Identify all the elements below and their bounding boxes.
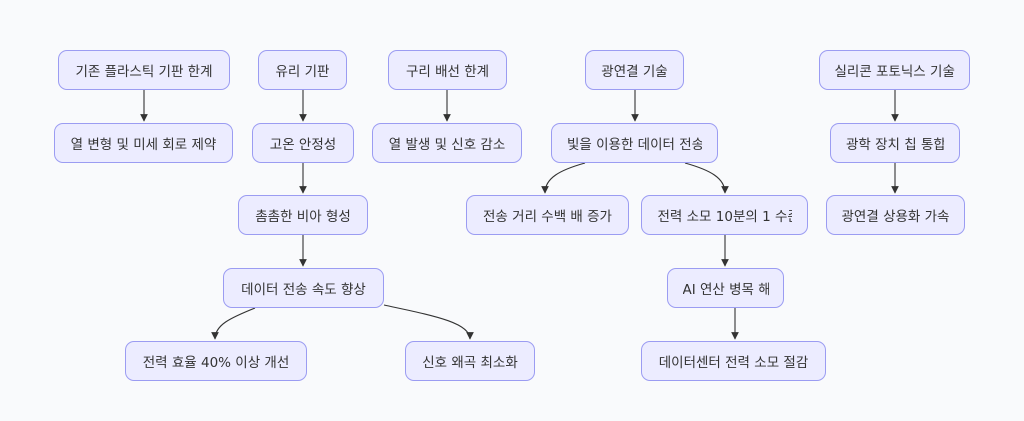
node-label: 광연결 상용화 가속: [841, 209, 950, 225]
node-light-data-transfer[interactable]: 빛을 이용한 데이터 전송: [551, 123, 718, 163]
node-optical-chip-integration[interactable]: 광학 장치 칩 통합: [830, 123, 960, 163]
node-distance-increase[interactable]: 전송 거리 수백 배 증가: [466, 195, 629, 235]
edge-n12-n14: [684, 162, 729, 194]
edge-n6-n7: [211, 307, 256, 340]
node-ai-bottleneck[interactable]: AI 연산 병목 해소: [667, 268, 784, 308]
node-label: 촘촘한 비아 형성: [255, 209, 351, 225]
node-label: 광학 장치 칩 통합: [846, 137, 944, 153]
node-high-temp-stability[interactable]: 고온 안정성: [252, 123, 354, 163]
node-label: 실리콘 포토닉스 기술: [834, 64, 955, 80]
node-glass-substrate[interactable]: 유리 기판: [258, 50, 347, 90]
edge-n6-n8: [383, 304, 474, 340]
node-label: 신호 왜곡 최소화: [422, 355, 518, 371]
node-power-efficiency[interactable]: 전력 효율 40% 이상 개선: [125, 341, 307, 381]
node-datacenter-power[interactable]: 데이터센터 전력 소모 절감: [641, 341, 826, 381]
node-label: 광연결 기술: [601, 64, 668, 80]
node-label: 구리 배선 한계: [405, 64, 490, 80]
node-label: 전송 거리 수백 배 증가: [483, 209, 612, 225]
node-label: AI 연산 병목 해소: [682, 282, 769, 298]
node-label: 전력 효율 40% 이상 개선: [142, 355, 290, 371]
node-label: 데이터센터 전력 소모 절감: [658, 355, 809, 371]
node-heat-signal-loss[interactable]: 열 발생 및 신호 감소: [372, 123, 522, 163]
node-commercialization[interactable]: 광연결 상용화 가속: [826, 195, 965, 235]
node-data-speed-up[interactable]: 데이터 전송 속도 향상: [223, 268, 384, 308]
node-dense-via[interactable]: 촘촘한 비아 형성: [238, 195, 368, 235]
node-label: 열 발생 및 신호 감소: [388, 137, 506, 153]
edge-n12-n13: [541, 162, 586, 194]
node-label: 기존 플라스틱 기판 한계: [75, 64, 213, 80]
node-label: 데이터 전송 속도 향상: [241, 282, 366, 298]
node-plastic-substrate-limit[interactable]: 기존 플라스틱 기판 한계: [58, 50, 230, 90]
node-thermal-deformation[interactable]: 열 변형 및 미세 회로 제약: [54, 123, 233, 163]
node-label: 빛을 이용한 데이터 전송: [567, 137, 702, 153]
node-copper-wiring-limit[interactable]: 구리 배선 한계: [388, 50, 507, 90]
node-label: 열 변형 및 미세 회로 제약: [70, 137, 217, 153]
node-label: 고온 안정성: [269, 137, 337, 153]
node-label: 전력 소모 10분의 1 수준: [657, 209, 792, 225]
node-power-one-tenth[interactable]: 전력 소모 10분의 1 수준: [641, 195, 808, 235]
node-label: 유리 기판: [275, 64, 330, 80]
node-signal-distortion[interactable]: 신호 왜곡 최소화: [405, 341, 535, 381]
node-optical-interconnect[interactable]: 광연결 기술: [585, 50, 684, 90]
node-silicon-photonics[interactable]: 실리콘 포토닉스 기술: [819, 50, 970, 90]
